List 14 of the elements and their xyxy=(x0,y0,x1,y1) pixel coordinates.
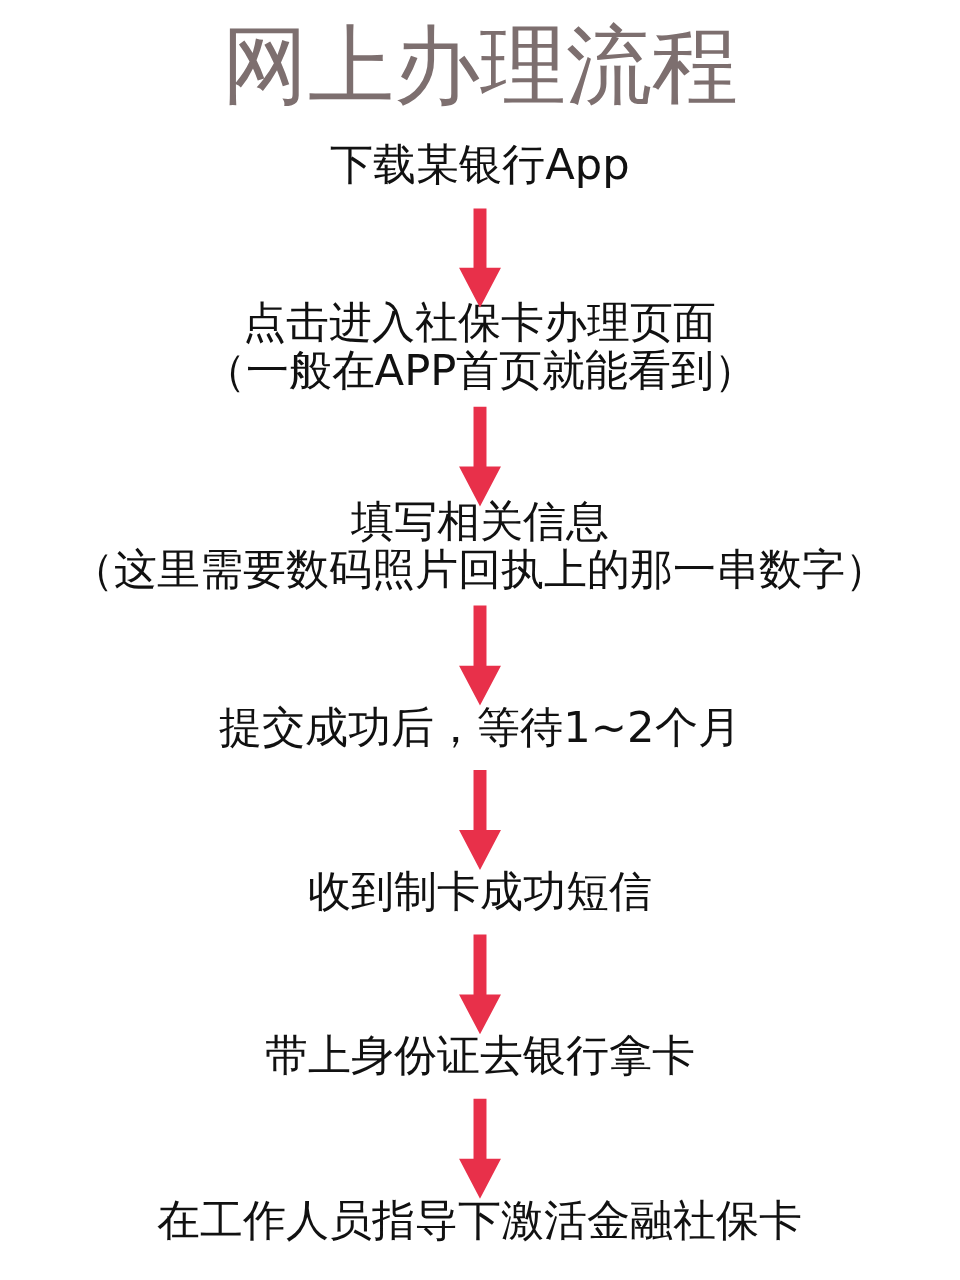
arrow xyxy=(459,208,501,308)
arrow xyxy=(459,770,501,870)
node-text: 在工作人员指导下激活金融社保卡 xyxy=(157,1194,803,1245)
node-text: 收到制卡成功短信 xyxy=(308,865,652,916)
node-text: 下载某银行App xyxy=(330,139,630,190)
node-text: 带上身份证去银行拿卡 xyxy=(265,1030,695,1081)
arrow xyxy=(459,1098,501,1199)
node-text: 提交成功后，等待1~2个月 xyxy=(219,701,741,752)
arrow xyxy=(459,406,501,507)
node-text: 填写相关信息 （这里需要数码照片回执上的那一串数字） xyxy=(71,496,889,594)
diagram-title: 网上办理流程 xyxy=(222,15,738,116)
arrow xyxy=(459,605,501,706)
arrow xyxy=(459,934,501,1035)
node-text: 点击进入社保卡办理页面 （一般在APP首页就能看到） xyxy=(202,297,758,395)
